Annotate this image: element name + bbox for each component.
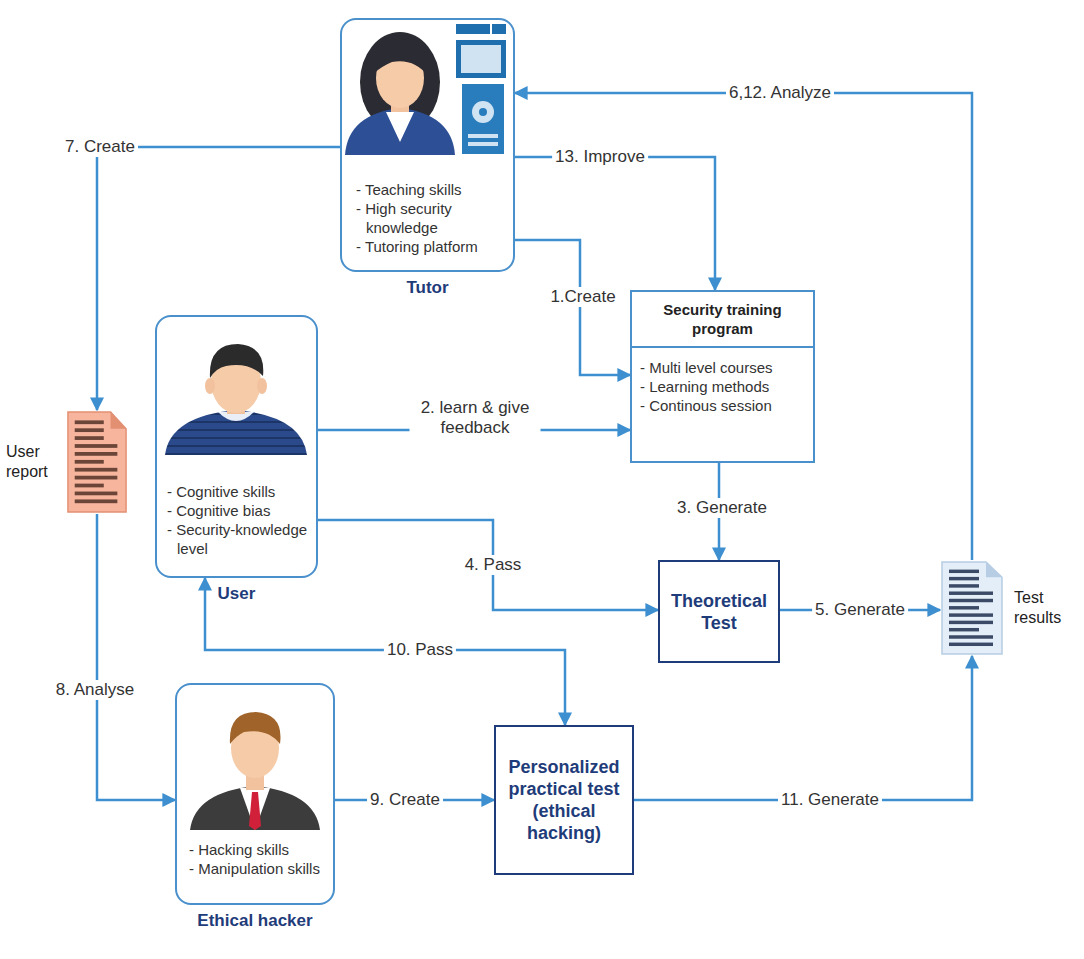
document-text-line	[75, 460, 104, 464]
edge-label: 13. Improve	[552, 147, 648, 167]
node-name: Test results	[1014, 588, 1072, 628]
document-text-line	[75, 484, 104, 488]
document-text-line	[75, 499, 118, 503]
edge-label: 9. Create	[367, 790, 443, 810]
bullet-text: - Manipulation skills	[189, 859, 325, 878]
flow-arrow	[515, 157, 715, 290]
flow-arrow	[318, 520, 658, 610]
edge-label: 4. Pass	[462, 555, 525, 575]
document-fold	[111, 412, 127, 429]
bullet-text: - Hacking skills	[189, 840, 325, 859]
flow-arrow	[634, 656, 972, 800]
edge-label: 11. Generate	[778, 790, 882, 810]
theoretical-test-box: Theoretical Test	[658, 560, 780, 663]
document-text-line	[949, 613, 993, 616]
edge-label: 2. learn & give feedback	[410, 398, 541, 438]
document-icon	[940, 560, 1004, 656]
document-text-line	[949, 570, 979, 573]
node-name: User report	[6, 442, 60, 482]
document-icon	[66, 410, 128, 514]
edge-label: 8. Analyse	[53, 680, 137, 700]
training-program-box: Security training program - Multi level c…	[630, 290, 815, 463]
box-heading: Security training program	[632, 292, 813, 348]
flow-arrow	[97, 147, 340, 410]
document-text-line	[949, 628, 979, 631]
document-text-line	[75, 436, 104, 440]
flow-arrow	[97, 514, 175, 800]
tutor-figure	[345, 24, 506, 155]
document-text-line	[949, 591, 993, 594]
document-outline	[942, 562, 1002, 654]
edge-label: 10. Pass	[384, 640, 456, 660]
document-text-line	[949, 621, 993, 624]
bullet-text: - Cognitive skills	[167, 482, 308, 501]
bullet-text: - Learning methods	[640, 377, 805, 396]
edge-label: 1.Create	[547, 287, 618, 307]
box-label: Personalized practical test (ethical hac…	[502, 756, 626, 844]
document-text-line	[75, 428, 104, 432]
document-text-line	[75, 444, 118, 448]
document-text-line	[75, 476, 118, 480]
flow-arrow	[205, 578, 565, 725]
document-text-line	[949, 635, 993, 638]
edge-label: 5. Generate	[812, 600, 908, 620]
document-fold	[986, 562, 1002, 577]
edge-label: 6,12. Analyze	[726, 83, 834, 103]
hacker-figure	[190, 712, 320, 830]
document-text-line	[949, 577, 979, 580]
document-text-line	[949, 643, 993, 646]
practical-test-box: Personalized practical test (ethical hac…	[494, 725, 634, 875]
document-text-line	[949, 599, 993, 602]
flow-arrow	[515, 93, 972, 560]
bullet-text: - Continous session	[640, 396, 805, 415]
document-text-line	[949, 606, 979, 609]
edge-label: 3. Generate	[674, 498, 770, 518]
bullet-text: - Cognitive bias	[167, 501, 308, 520]
tutor-box: - Teaching skills- High security knowled…	[340, 18, 515, 272]
document-outline	[68, 412, 126, 512]
document-text-line	[75, 452, 118, 456]
user-box: - Cognitive skills- Cognitive bias- Secu…	[155, 315, 318, 578]
node-name: Tutor	[406, 278, 448, 298]
document-text-line	[75, 468, 118, 472]
flow-arrow	[515, 240, 630, 375]
user-figure	[165, 344, 307, 455]
document-text-line	[75, 420, 104, 424]
bullet-text: - High security knowledge	[356, 199, 503, 237]
bullet-text: - Multi level courses	[640, 358, 805, 377]
edge-label: 7. Create	[62, 137, 138, 157]
ethical-hacker-box: - Hacking skills- Manipulation skillsEth…	[175, 683, 335, 905]
document-text-line	[949, 584, 979, 587]
test-results-document: Test results	[940, 560, 1004, 656]
bullet-text: - Teaching skills	[356, 180, 503, 199]
box-label: Theoretical Test	[666, 590, 772, 634]
node-name: User	[218, 584, 256, 604]
user-report-document: User report	[66, 410, 128, 514]
document-text-line	[75, 492, 118, 496]
bullet-text: - Security-knowledge level	[167, 520, 308, 558]
bullet-text: - Tutoring platform	[356, 237, 503, 256]
node-name: Ethical hacker	[197, 911, 312, 931]
